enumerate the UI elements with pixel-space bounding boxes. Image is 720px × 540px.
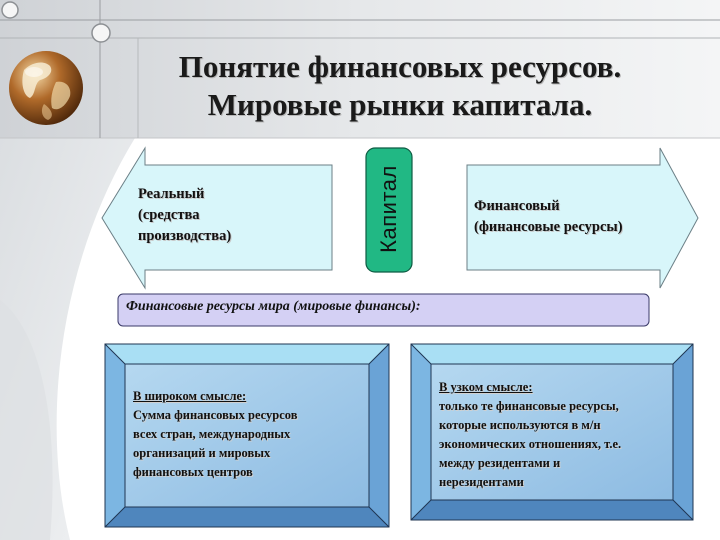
narrow-line-4: между резидентами и [439,456,561,470]
capital-text: Капитал [376,165,401,253]
broad-line-2: всех стран, международных [133,427,291,441]
real-line-2: (средства [138,207,200,223]
broad-line-3: организаций и мировых [133,446,271,460]
real-capital-label: Реальный (средства производства) [138,184,231,247]
narrow-line-2: которые используются в м/н [439,418,601,432]
narrow-line-5: нерезидентами [439,475,524,489]
real-line-3: производства) [138,228,232,244]
narrow-sense-frame [410,343,694,521]
capital-box [365,147,413,273]
narrow-line-3: экономических отношениях, т.е. [439,437,622,451]
broad-sense-frame [104,343,390,528]
financial-line-1: Финансовый [474,198,560,214]
narrow-line-1: только те финансовые ресурсы, [439,399,619,413]
title-line-1: Понятие финансовых ресурсов. [178,49,622,84]
globe-icon [9,51,83,125]
real-capital-arrow [101,146,333,290]
narrow-sense-heading: В узком смысле: [439,380,533,394]
financial-capital-label: Финансовый (финансовые ресурсы) [474,196,623,238]
page-title: Понятие финансовых ресурсов. Мировые рын… [120,48,680,124]
title-line-2: Мировые рынки капитала. [207,87,593,122]
financial-line-2: (финансовые ресурсы) [474,219,623,235]
capital-label: Капитал [364,148,414,270]
broad-sense-heading: В широком смысле: [133,389,247,403]
broad-sense-text: В широком смысле: Сумма финансовых ресур… [133,387,365,482]
narrow-sense-text: В узком смысле: только те финансовые рес… [439,378,671,492]
broad-line-1: Сумма финансовых ресурсов [133,408,298,422]
real-line-1: Реальный [138,186,205,202]
corner-circle-icon [1,1,19,19]
broad-line-4: финансовых центров [133,465,253,479]
world-finance-bar [117,293,650,327]
financial-capital-arrow [466,147,699,289]
world-finance-label: Финансовые ресурсы мира (мировые финансы… [126,299,421,314]
corner-circle-icon [91,23,111,43]
